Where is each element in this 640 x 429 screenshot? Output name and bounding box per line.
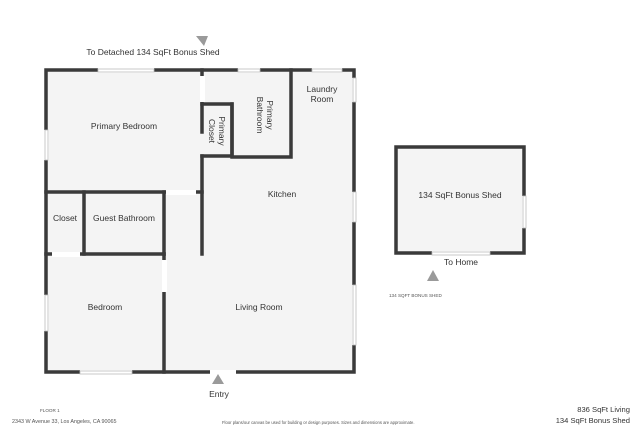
window (238, 68, 260, 73)
to-shed-label: To Detached 134 SqFt Bonus Shed (86, 47, 220, 58)
shed-area: 134 SqFt Bonus Shed (555, 416, 630, 425)
window (80, 370, 132, 375)
window (44, 130, 49, 160)
shed-caption: 134 SQFT BONUS SHED (389, 293, 442, 298)
room-label-guest-bathroom: Guest Bathroom (93, 213, 155, 224)
arrow-entry-icon (212, 374, 224, 384)
room-label-primary-bedroom: Primary Bedroom (90, 121, 158, 132)
window (98, 68, 154, 73)
doorway (162, 260, 167, 292)
arrow-to-home-icon (427, 270, 439, 281)
shed-floor (396, 147, 524, 253)
doorway (52, 252, 80, 257)
arrow-to-shed-icon (196, 36, 208, 46)
room-label-kitchen: Kitchen (267, 189, 297, 200)
room-label-bonus-shed: 134 SqFt Bonus Shed (418, 190, 502, 201)
doorway (200, 76, 205, 102)
window (352, 285, 357, 345)
room-label-laundry-room: Laundry Room (306, 84, 338, 104)
address: 2343 W Avenue 33, Los Angeles, CA 90065 (12, 419, 117, 425)
doorway (166, 190, 196, 195)
room-label-primary-closet: Primary Closet (207, 116, 227, 146)
window (352, 192, 357, 222)
room-label-living-room: Living Room (235, 302, 283, 313)
room-label-primary-bathroom: Primary Bathroom (255, 96, 275, 134)
shed-wall (394, 145, 526, 255)
living-area: 836 SqFt Living (577, 405, 630, 414)
main-house-floor (46, 70, 354, 372)
floor-label: FLOOR 1 (40, 408, 60, 413)
entry-door (210, 370, 236, 375)
to-home-label: To Home (443, 257, 479, 268)
room-label-bedroom: Bedroom (87, 302, 123, 313)
window (312, 68, 342, 73)
shed-door (432, 251, 490, 256)
window (44, 295, 49, 331)
primary-bathroom-wall (230, 68, 293, 159)
room-label-closet: Closet (52, 213, 78, 224)
entry-label: Entry (209, 389, 229, 400)
disclaimer: Floor plans/our canvas be used for build… (222, 420, 415, 425)
window (352, 78, 357, 102)
shed-window (522, 196, 527, 228)
